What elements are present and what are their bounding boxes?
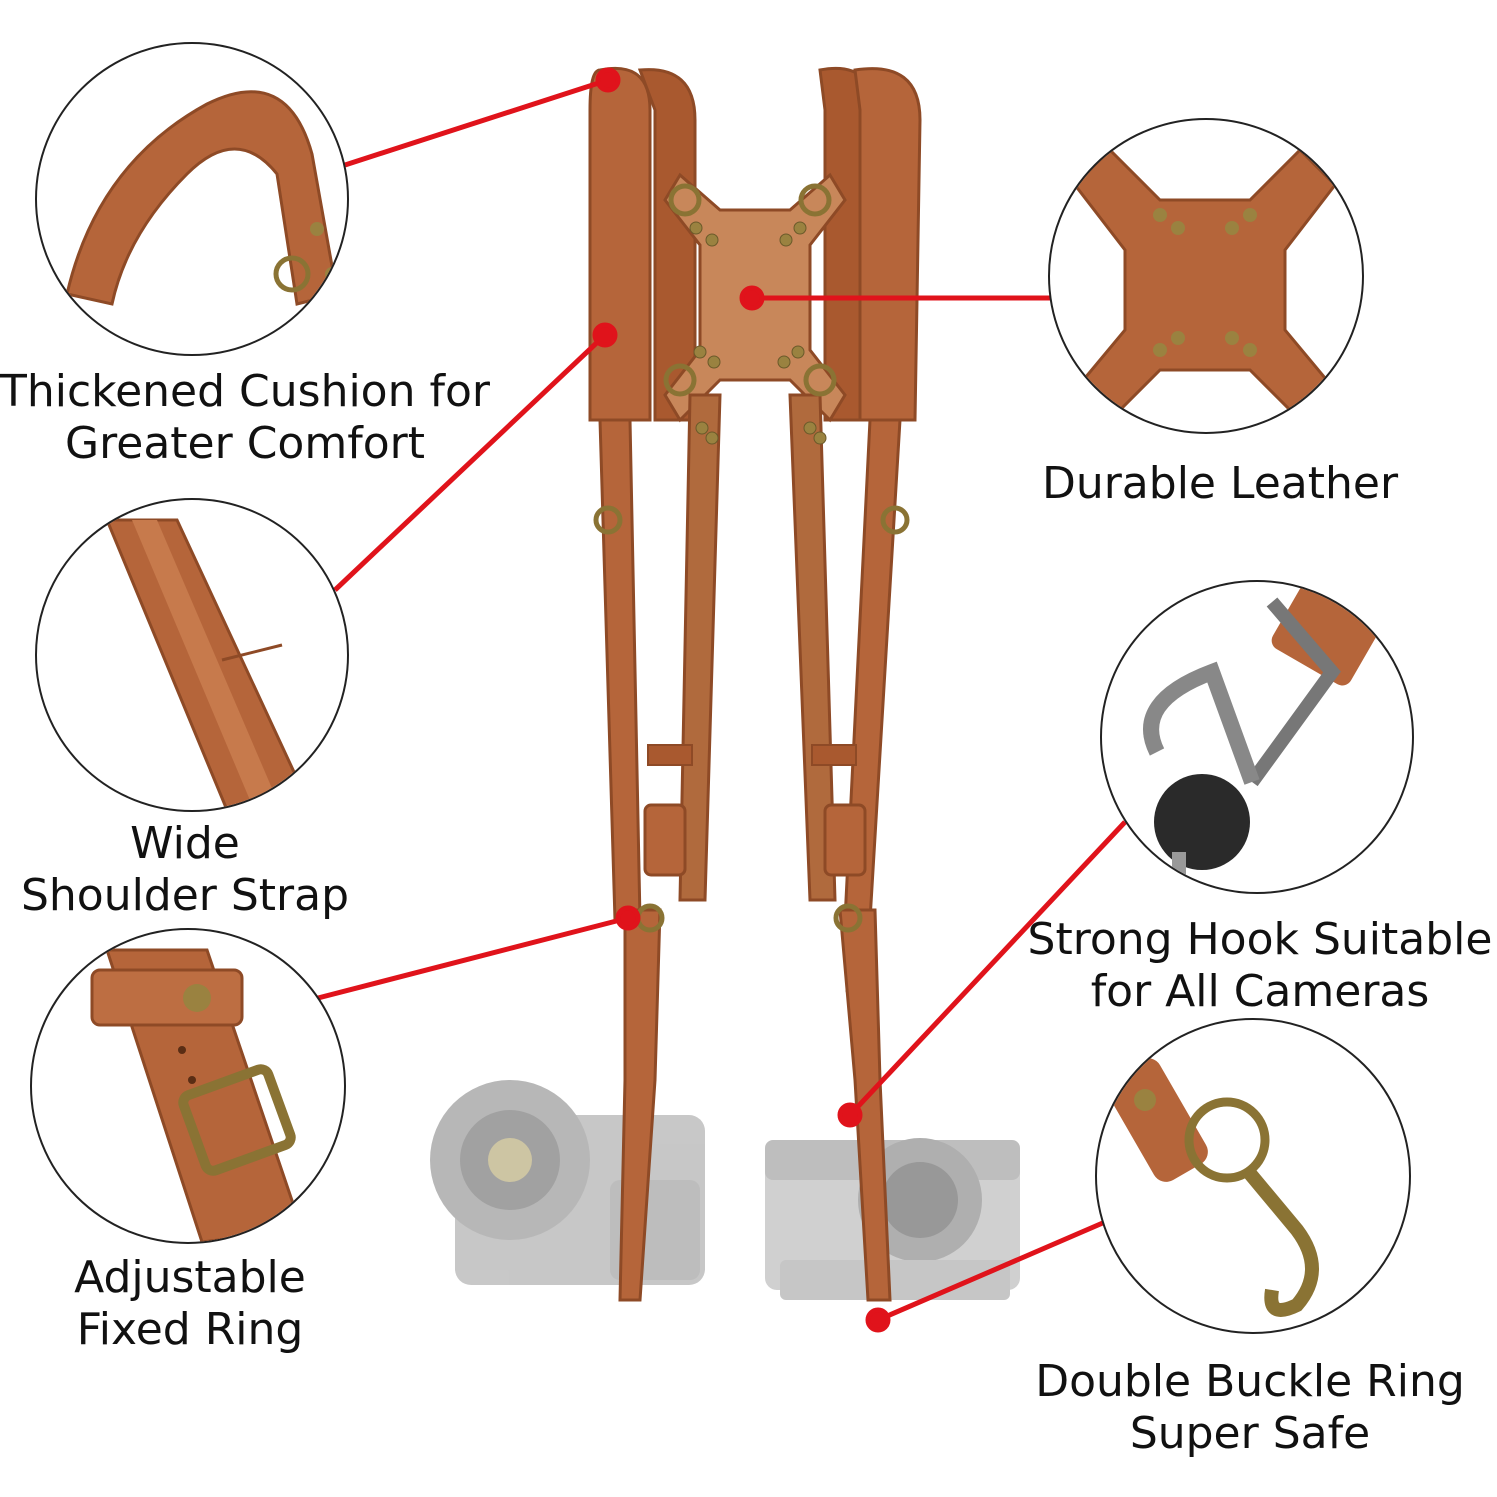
cushion-label: Thickened Cushion for Greater Comfort — [0, 366, 490, 470]
buckle-label-line1: Double Buckle Ring — [1035, 1356, 1465, 1407]
cushion-label-line2: Greater Comfort — [65, 418, 425, 469]
cushion-label-line1: Thickened Cushion for — [0, 366, 490, 417]
strap-detail-circle — [35, 498, 349, 812]
leather-detail-circle — [1048, 118, 1364, 434]
ring-label: Adjustable Fixed Ring — [40, 1252, 340, 1356]
leather-label-line1: Durable Leather — [1041, 458, 1399, 509]
ring-label-line1: Adjustable — [74, 1252, 306, 1303]
right-camera — [765, 1138, 1020, 1300]
hook-label: Strong Hook Suitable for All Cameras — [1025, 914, 1495, 1018]
ring-detail-circle — [30, 928, 346, 1244]
strap-label: Wide Shoulder Strap — [15, 818, 355, 922]
buckle-label-line2: Super Safe — [1129, 1408, 1371, 1459]
strap-label-line2: Shoulder Strap — [20, 870, 350, 921]
strap-label-line1: Wide — [130, 818, 240, 869]
cushion-detail-circle — [35, 42, 349, 356]
ring-label-line2: Fixed Ring — [76, 1304, 304, 1355]
hook-detail-circle — [1100, 580, 1414, 894]
buckle-detail-circle — [1095, 1018, 1411, 1334]
hook-label-line1: Strong Hook Suitable — [1027, 914, 1493, 965]
hook-label-line2: for All Cameras — [1090, 966, 1430, 1017]
buckle-label: Double Buckle Ring Super Safe — [1030, 1356, 1470, 1460]
leather-label: Durable Leather — [1030, 458, 1410, 510]
left-camera — [430, 1080, 705, 1285]
